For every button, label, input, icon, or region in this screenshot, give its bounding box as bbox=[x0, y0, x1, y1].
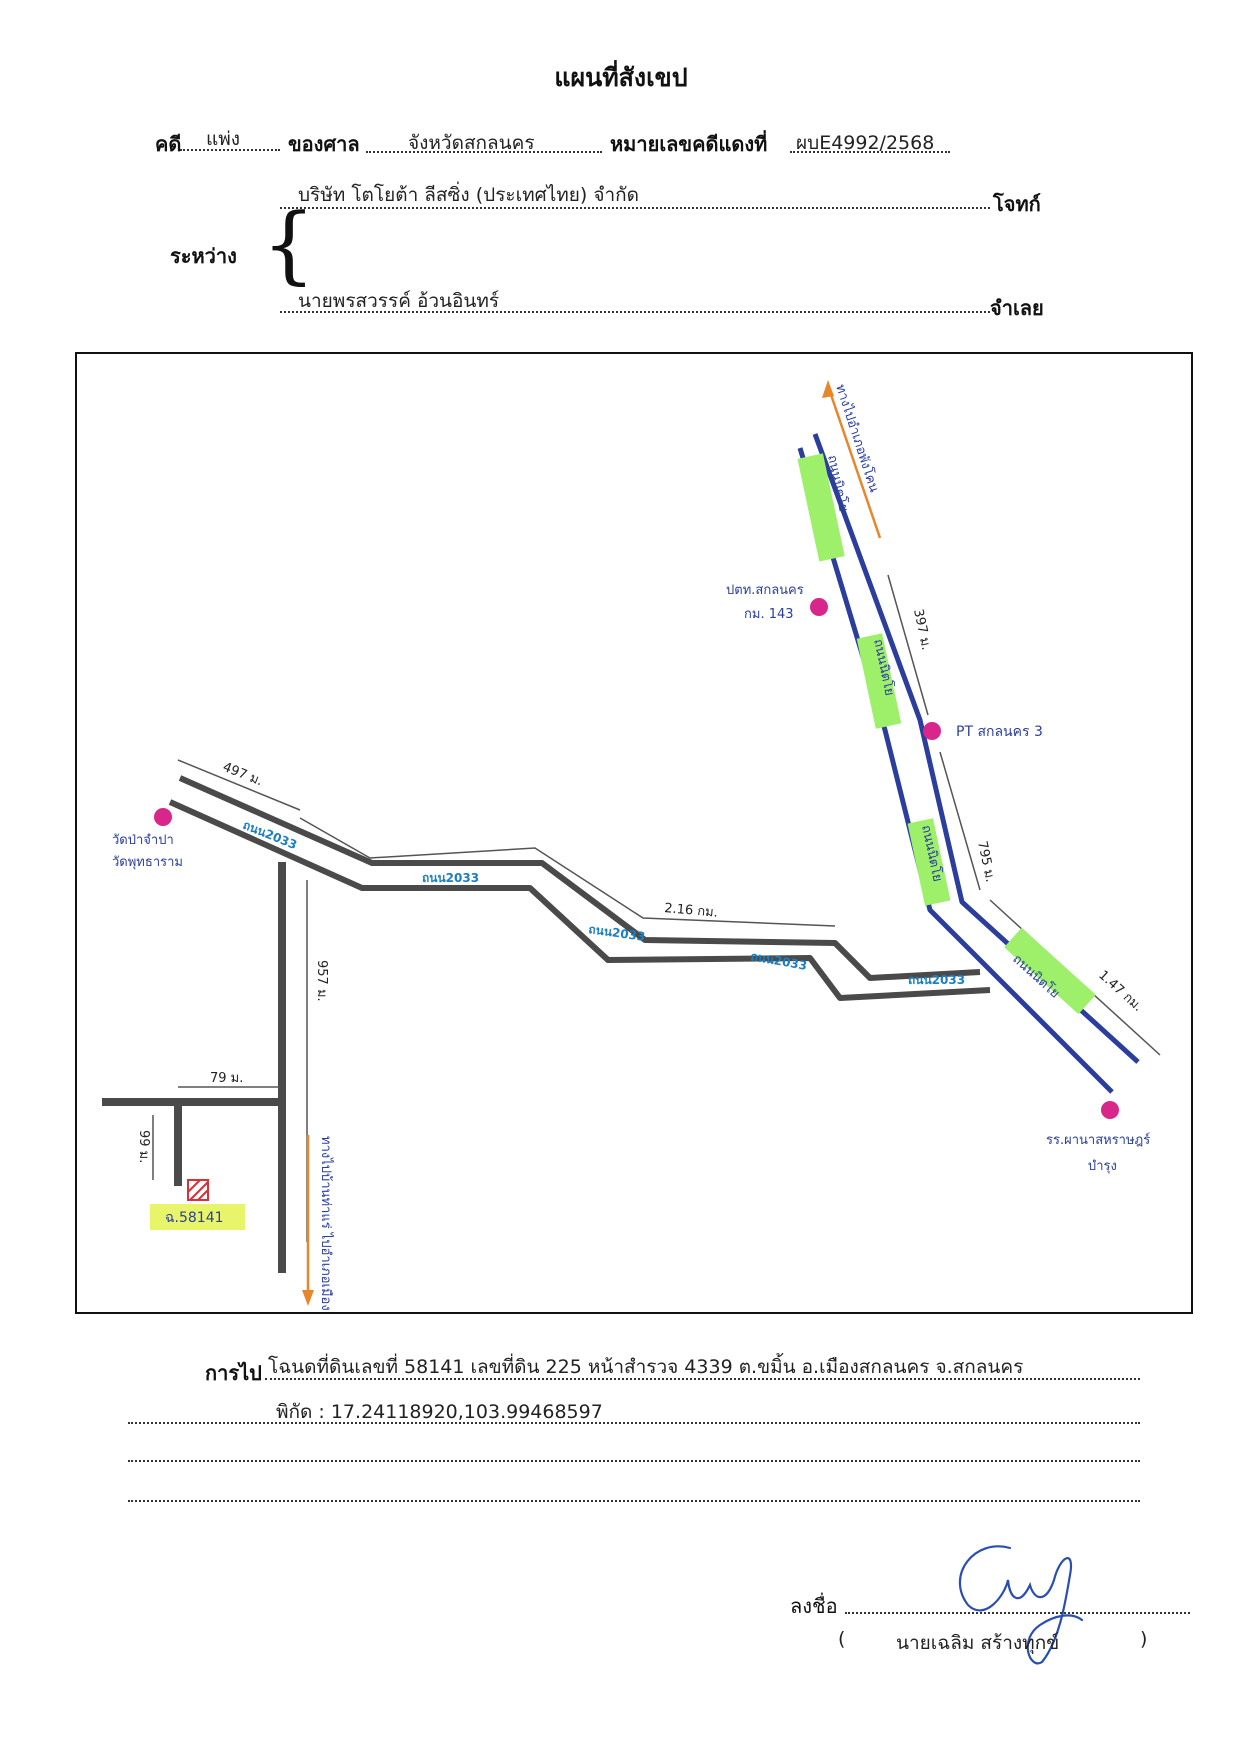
police-label-2: กม. 143 bbox=[744, 607, 794, 622]
route-dotline-2 bbox=[128, 1422, 1140, 1424]
parcel-label: ฉ.58141 bbox=[165, 1210, 224, 1226]
map-frame bbox=[75, 352, 1193, 1314]
road-label-3: ถนน2033 bbox=[588, 922, 646, 944]
pt-label: PT สกลนคร 3 bbox=[956, 724, 1043, 740]
page-title: แผนที่สังเขป bbox=[554, 63, 688, 92]
court-label: ของศาล bbox=[288, 132, 360, 156]
north-direction-arrow bbox=[826, 385, 882, 539]
distance-label-8: 99 ม. bbox=[136, 1130, 151, 1163]
sign-dotline bbox=[845, 1612, 1190, 1614]
police-label-1: ปตท.สกลนคร bbox=[726, 583, 804, 598]
route-line-2: พิกัด : 17.24118920,103.99468597 bbox=[276, 1401, 603, 1423]
plaintiff-role: โจทก์ bbox=[993, 192, 1041, 216]
red-case-dotline bbox=[790, 151, 950, 153]
distance-label-6: 957 ม. bbox=[314, 960, 329, 1002]
route-dotline-4 bbox=[128, 1500, 1140, 1502]
road-label-2: ถนน2033 bbox=[422, 871, 479, 885]
road-label-4: ถนน2033 bbox=[749, 949, 808, 973]
south-direction-label: ทางไปบ้านท่าแร่ ไปอำเภอเมือง bbox=[318, 1136, 334, 1311]
plaintiff-name: บริษัท โตโยต้า ลีสซิ่ง (ประเทศไทย) จำกัด bbox=[298, 184, 640, 206]
case-type-dotline bbox=[180, 149, 280, 151]
highway-label-highlight-3 bbox=[907, 818, 951, 906]
route-label: การไป bbox=[205, 1361, 262, 1385]
distance-line-1 bbox=[177, 759, 301, 811]
distance-line-2 bbox=[299, 817, 836, 927]
highway-label-highlight-4 bbox=[1004, 927, 1096, 1015]
road-label-5: ถนน2033 bbox=[908, 973, 965, 987]
marker-temple bbox=[154, 808, 172, 826]
route-dotline-3 bbox=[128, 1460, 1140, 1462]
parcel-hatch-2 bbox=[189, 1181, 209, 1201]
signer-close-paren: ) bbox=[1140, 1628, 1148, 1650]
plaintiff-dotline bbox=[280, 207, 990, 209]
marker-police bbox=[810, 598, 828, 616]
north-arrow-head bbox=[822, 380, 834, 398]
parcel-hatch-3 bbox=[197, 1189, 209, 1201]
signer-open-paren: ( bbox=[838, 1628, 846, 1650]
distance-label-4: 795 ม. bbox=[974, 840, 997, 884]
parcel-hatch-1 bbox=[187, 1179, 201, 1193]
distance-label-2: 2.16 กม. bbox=[664, 901, 719, 921]
temple-label-1: วัดป่าจำปา bbox=[112, 833, 174, 848]
distance-label-1: 497 ม. bbox=[221, 760, 265, 790]
south-arrow-head bbox=[302, 1290, 314, 1306]
distance-label-5: 1.47 กม. bbox=[1095, 968, 1145, 1015]
signature-scribble bbox=[958, 1545, 1084, 1665]
court-name: จังหวัดสกลนคร bbox=[408, 132, 535, 154]
defendant-name: นายพรสวรรค์ อ้วนอินทร์ bbox=[298, 290, 500, 312]
route-line-1: โฉนดที่ดินเลขที่ 58141 เลขที่ดิน 225 หน้… bbox=[268, 1356, 1024, 1378]
defendant-role: จำเลย bbox=[990, 296, 1044, 320]
marker-pt bbox=[923, 722, 941, 740]
case-type: แพ่ง bbox=[206, 128, 241, 150]
sign-label: ลงชื่อ bbox=[790, 1594, 838, 1618]
highway-label-highlight-1 bbox=[797, 453, 845, 562]
case-label: คดี bbox=[155, 132, 182, 156]
red-case-label: หมายเลขคดีแดงที่ bbox=[610, 132, 768, 156]
defendant-dotline bbox=[280, 311, 990, 313]
road-2033-upper bbox=[178, 775, 981, 981]
signer-name: นายเฉลิม สร้างทุกข์ bbox=[896, 1632, 1060, 1654]
marker-school bbox=[1101, 1101, 1119, 1119]
distance-label-3: 397 ม. bbox=[910, 608, 933, 652]
highway-label-highlight-2 bbox=[856, 633, 902, 729]
road-2033-lower bbox=[168, 799, 991, 1001]
temple-label-2: วัดพุทธาราม bbox=[112, 855, 183, 870]
highway-left bbox=[797, 447, 1114, 1094]
court-dotline bbox=[366, 151, 602, 153]
between-label: ระหว่าง bbox=[170, 244, 237, 268]
distance-label-7: 79 ม. bbox=[210, 1071, 243, 1086]
parcel-label-bg bbox=[150, 1204, 245, 1230]
school-label-2: บำรุง bbox=[1088, 1159, 1117, 1174]
distance-line-4 bbox=[939, 751, 981, 891]
route-dotline-1 bbox=[265, 1378, 1140, 1380]
red-case-number: ผบE4992/2568 bbox=[796, 132, 935, 154]
school-label-1: รร.ผานาสหราษฎร์ bbox=[1046, 1132, 1150, 1148]
brace-symbol: { bbox=[262, 195, 316, 293]
distance-line-3 bbox=[887, 574, 929, 716]
